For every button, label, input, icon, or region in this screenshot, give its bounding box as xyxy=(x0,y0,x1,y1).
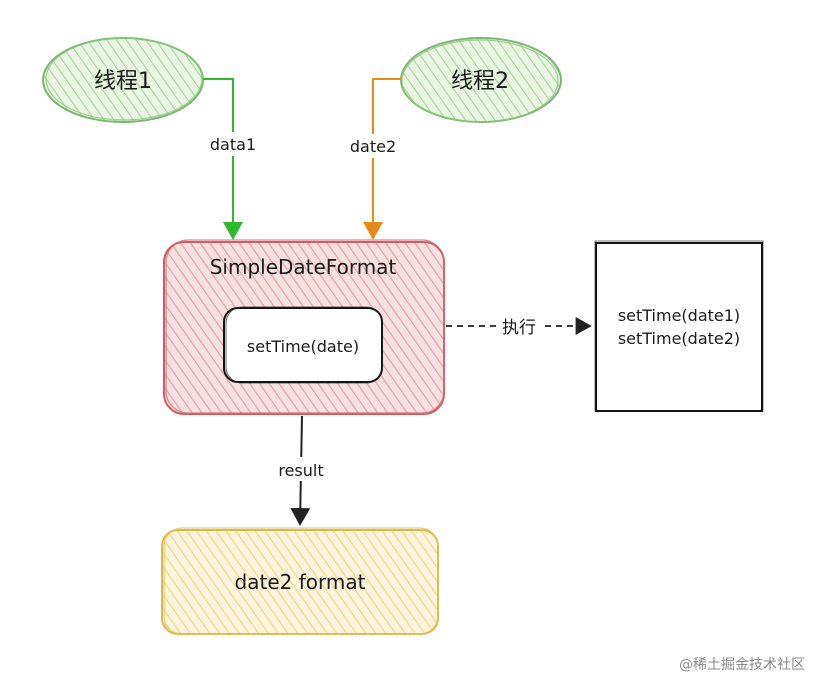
edge-result: result xyxy=(270,415,332,526)
edge-thread2: date2 xyxy=(345,78,401,240)
settime-node: setTime(date) xyxy=(223,306,383,384)
exec-line-2: setTime(date2) xyxy=(618,329,740,348)
output-node: date2 format xyxy=(161,527,439,635)
sdf-title: SimpleDateFormat xyxy=(210,255,397,279)
output-label: date2 format xyxy=(235,570,366,594)
execution-box: setTime(date1) setTime(date2) xyxy=(594,240,764,412)
exec-line-1: setTime(date1) xyxy=(618,306,740,325)
watermark: @稀土掘金技术社区 xyxy=(679,657,805,673)
settime-label: setTime(date) xyxy=(247,337,359,356)
edge-thread1: data1 xyxy=(203,78,261,240)
thread2-label: 线程2 xyxy=(451,69,509,94)
thread2-node: 线程2 xyxy=(400,37,562,123)
edge-label-execute: 执行 xyxy=(502,318,536,338)
thread1-label: 线程1 xyxy=(94,69,152,94)
thread1-node: 线程1 xyxy=(42,37,204,123)
edge-execute: 执行 xyxy=(446,314,592,338)
edge-label-date2: date2 xyxy=(350,137,396,156)
edge-label-result: result xyxy=(278,461,323,480)
edge-label-data1: data1 xyxy=(210,135,256,154)
